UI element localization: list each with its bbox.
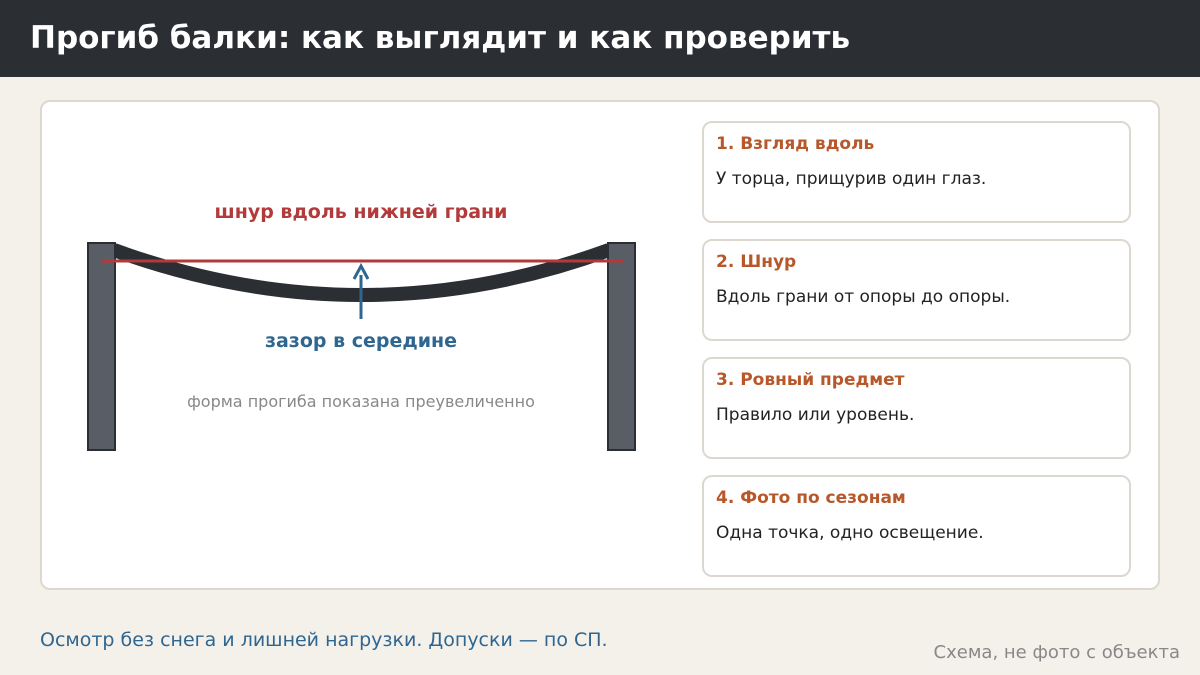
step-card-4: 4. Фото по сезонам Одна точка, одно осве… <box>702 475 1131 577</box>
step-title: 2. Шнур <box>716 252 797 272</box>
step-card-3: 3. Ровный предмет Правило или уровень. <box>702 357 1131 459</box>
beam-deflection-diagram: шнур вдоль нижней грани зазор в середине… <box>87 201 636 451</box>
step-text: Одна точка, одно освещение. <box>716 523 984 543</box>
main-card: шнур вдоль нижней грани зазор в середине… <box>40 100 1160 590</box>
footer-note: Осмотр без снега и лишней нагрузки. Допу… <box>40 629 608 651</box>
footer-caption: Схема, не фото с объекта <box>933 642 1180 663</box>
step-title: 3. Ровный предмет <box>716 370 905 390</box>
cord-label: шнур вдоль нижней грани <box>215 201 508 223</box>
gap-label: зазор в середине <box>265 330 457 352</box>
step-title: 4. Фото по сезонам <box>716 488 906 508</box>
gap-arrow-head-icon <box>352 262 370 280</box>
step-text: У торца, прищурив один глаз. <box>716 169 987 189</box>
left-support-post <box>87 242 116 451</box>
step-text: Вдоль грани от опоры до опоры. <box>716 287 1011 307</box>
step-card-1: 1. Взгляд вдоль У торца, прищурив один г… <box>702 121 1131 223</box>
header-bar: Прогиб балки: как выглядит и как провери… <box>0 0 1200 77</box>
right-support-post <box>607 242 636 451</box>
step-text: Правило или уровень. <box>716 405 915 425</box>
step-title: 1. Взгляд вдоль <box>716 134 875 154</box>
exaggeration-note: форма прогиба показана преувеличенно <box>187 392 535 411</box>
page-title: Прогиб балки: как выглядит и как провери… <box>30 20 851 56</box>
step-card-2: 2. Шнур Вдоль грани от опоры до опоры. <box>702 239 1131 341</box>
